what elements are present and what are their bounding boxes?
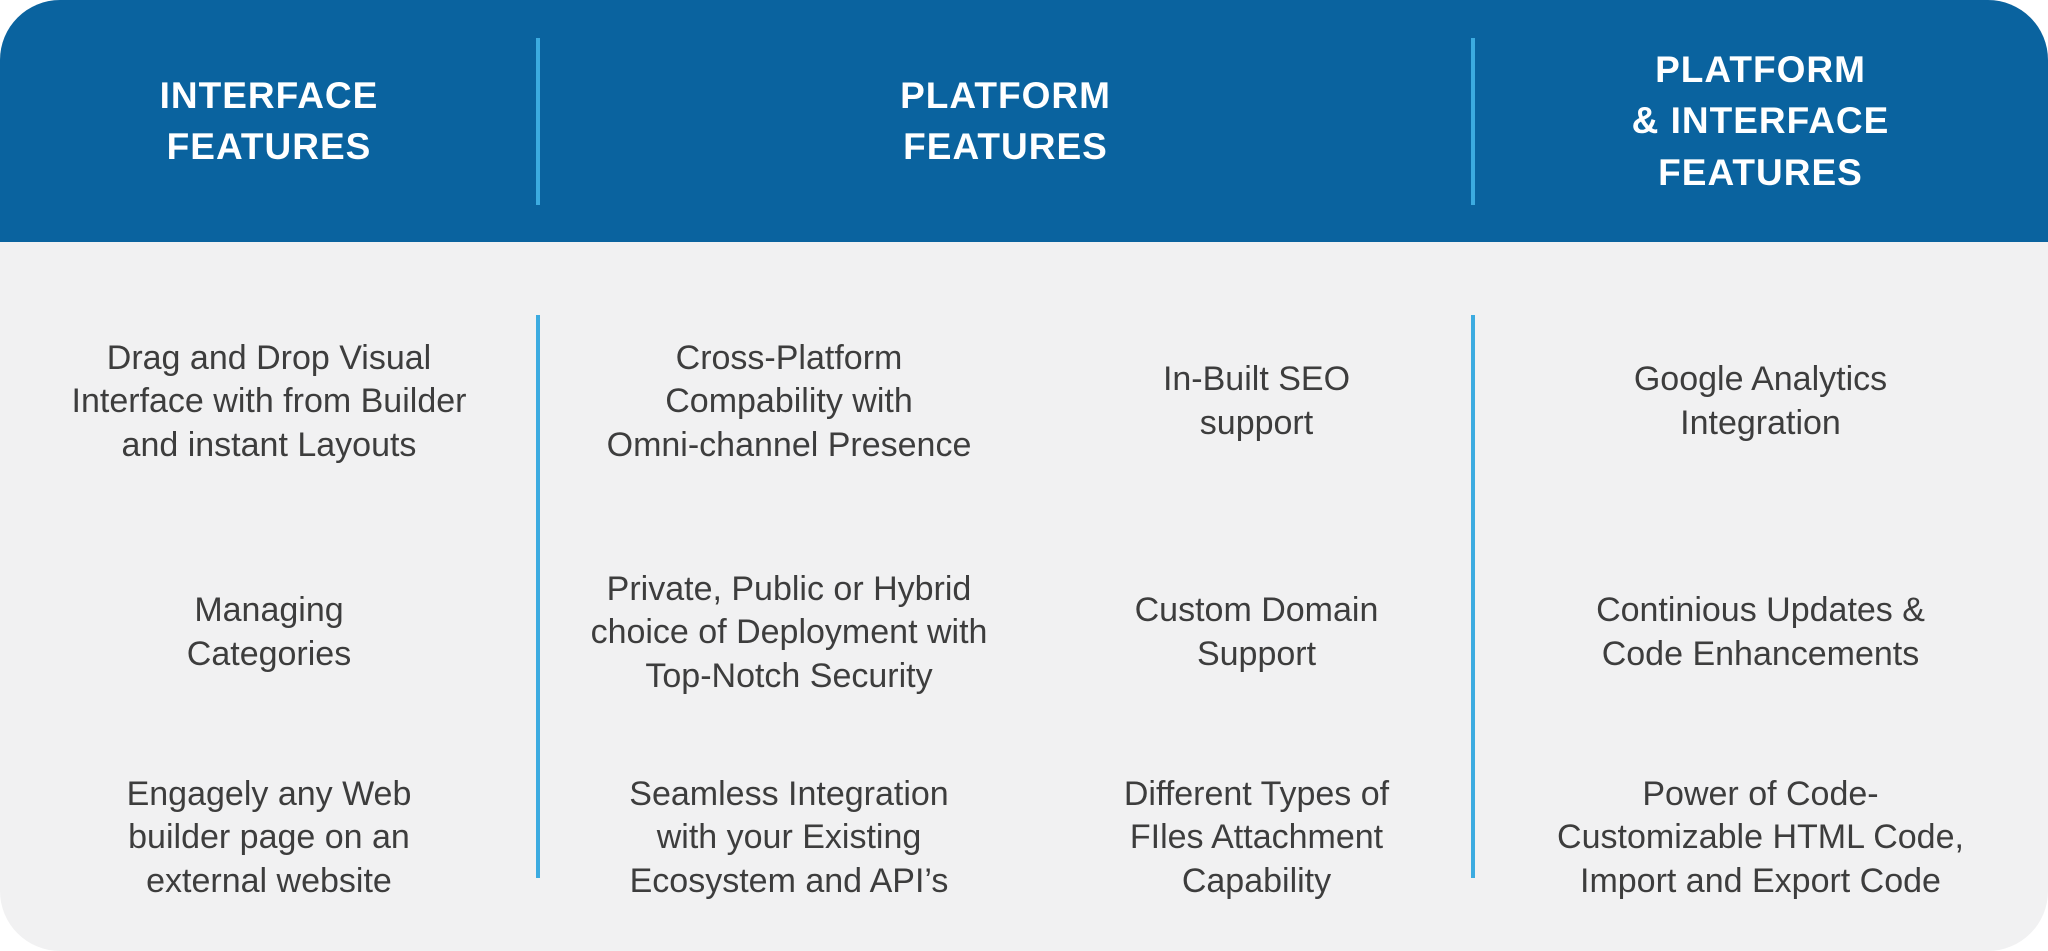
header-column-divider-left: [536, 38, 540, 205]
feature-cell-interface-3: Engagely any Web builder page on an exte…: [126, 774, 412, 900]
body-column-divider-right: [1471, 315, 1475, 878]
header-platform-interface-features: PLATFORM & INTERFACE FEATURES: [1631, 49, 1890, 193]
feature-cell-platform-right-3: Different Types of FIles Attachment Capa…: [1123, 774, 1390, 900]
header-interface-features: INTERFACE FEATURES: [159, 74, 379, 167]
body-column-divider-left: [536, 315, 540, 878]
feature-cell-platform-left-2: Private, Public or Hybrid choice of Depl…: [590, 569, 988, 695]
feature-cell-interface-2: Managing Categories: [186, 591, 352, 673]
feature-cell-platform-left-1: Cross-Platform Compability with Omni-cha…: [606, 338, 972, 464]
feature-cell-platform-right-1: In-Built SEO support: [1162, 360, 1351, 442]
feature-cell-platform-right-2: Custom Domain Support: [1134, 591, 1379, 673]
header-band: [0, 0, 2048, 242]
header-column-divider-right: [1471, 38, 1475, 205]
feature-cell-platform-interface-3: Power of Code- Customizable HTML Code, I…: [1557, 774, 1964, 900]
header-platform-features: PLATFORM FEATURES: [900, 74, 1111, 167]
feature-cell-platform-left-3: Seamless Integration with your Existing …: [629, 774, 949, 900]
feature-cell-platform-interface-2: Continious Updates & Code Enhancements: [1596, 591, 1925, 673]
feature-cell-interface-1: Drag and Drop Visual Interface with from…: [71, 338, 467, 464]
feature-cell-platform-interface-1: Google Analytics Integration: [1633, 360, 1888, 442]
